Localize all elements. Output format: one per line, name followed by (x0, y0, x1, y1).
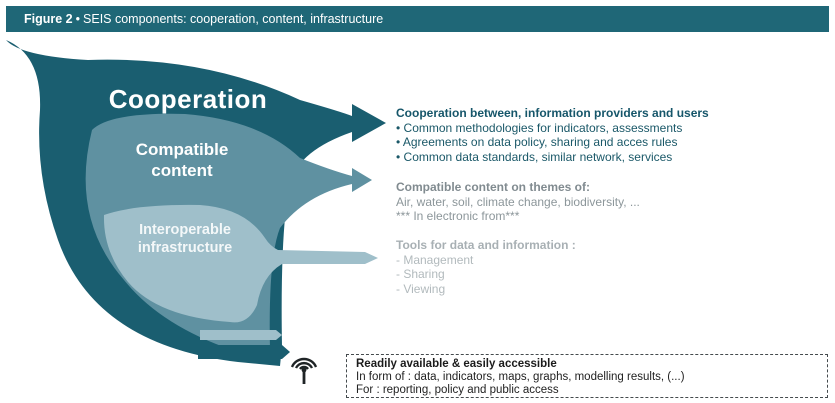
cooperation-item: • Common data standards, similar network… (396, 149, 673, 164)
figure-separator: • (75, 12, 81, 26)
access-pointer-light (200, 330, 282, 340)
cooperation-item: • Common methodologies for indicators, a… (396, 120, 683, 135)
content-description: Compatible content on themes of: Air, wa… (396, 180, 640, 224)
access-box: Readily available & easily accessible In… (346, 354, 828, 398)
access-pointer-dark (198, 345, 290, 359)
tools-heading: Tools for data and information : (396, 238, 576, 252)
tools-item: - Management (396, 252, 474, 267)
content-line: Air, water, soil, climate change, biodiv… (396, 194, 640, 209)
infrastructure-line2: infrastructure (137, 240, 233, 256)
figure-title: Figure 2•SEIS components: cooperation, c… (24, 12, 383, 26)
cooperation-description: Cooperation between, information provide… (396, 106, 709, 164)
cooperation-item: • Agreements on data policy, sharing and… (396, 135, 678, 149)
compatible-content-label: Compatible content (102, 139, 262, 181)
interoperable-infrastructure-label: Interoperable infrastructure (110, 221, 260, 257)
tools-item: - Sharing (396, 267, 445, 281)
compatible-content-line1: Compatible (135, 140, 229, 159)
infrastructure-layer (103, 204, 378, 323)
figure-label: Figure 2 (24, 12, 73, 26)
figure-title-bar: Figure 2•SEIS components: cooperation, c… (6, 6, 829, 32)
access-heading: Readily available & easily accessible (356, 358, 557, 370)
access-line-form: In form of : data, indicators, maps, gra… (356, 371, 685, 383)
figure-caption: SEIS components: cooperation, content, i… (83, 12, 384, 26)
tools-description: Tools for data and information : - Manag… (396, 238, 576, 296)
cooperation-label: Cooperation (108, 84, 268, 114)
broadcast-antenna-icon (290, 357, 318, 384)
infrastructure-line1: Interoperable (139, 222, 231, 238)
compatible-content-line2: content (151, 161, 213, 180)
cooperation-heading: Cooperation between, information provide… (396, 106, 709, 120)
access-line-for: For : reporting, policy and public acces… (356, 384, 559, 396)
tools-item: - Viewing (396, 281, 446, 296)
content-heading: Compatible content on themes of: (396, 180, 591, 194)
content-line: *** In electronic from*** (396, 209, 520, 223)
